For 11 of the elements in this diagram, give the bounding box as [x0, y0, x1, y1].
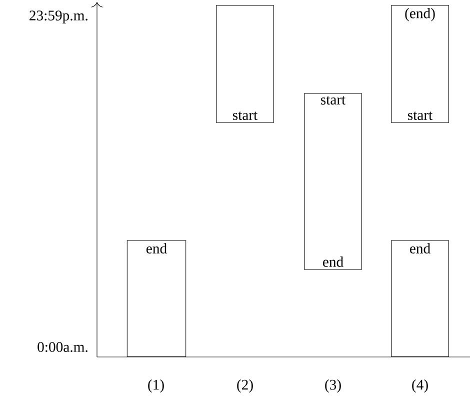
- bar: end: [126, 240, 186, 357]
- bar: start: [216, 5, 274, 123]
- axis-label: 0:00a.m.: [38, 342, 88, 352]
- axis-label: 23:59p.m.: [30, 10, 88, 24]
- column-label: (1): [148, 379, 164, 393]
- column-label: (4): [412, 379, 428, 393]
- bar: (end) start: [391, 5, 449, 123]
- column-label: (3): [325, 379, 341, 393]
- column-label: (2): [237, 379, 253, 393]
- bar: end: [391, 240, 449, 357]
- bar: start end: [304, 93, 362, 270]
